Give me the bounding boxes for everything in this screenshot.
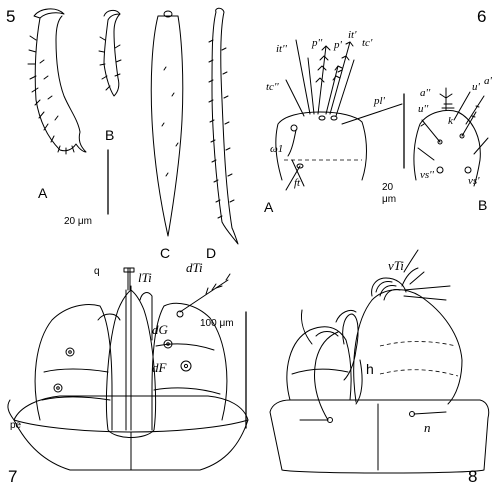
figure-8: 8 vTi h n [269, 249, 490, 486]
figure-6-seta-u1: u' [472, 81, 481, 93]
figure-7-number: 7 [8, 467, 17, 486]
figure-5-panel-a-drawing [27, 8, 87, 155]
figure-6-seta-p2: p'' [311, 37, 323, 49]
figure-7-label-lTi: lTi [138, 270, 152, 285]
figure-6-seta-pl1: pl' [373, 95, 386, 107]
figure-6-panel-a-drawing [275, 39, 403, 191]
figure-6-seta-it2: it'' [276, 43, 287, 55]
figure-6: 6 it'' p [264, 7, 493, 215]
figure-5-panel-c-label: C [160, 245, 170, 261]
figure-8-label-vTi: vTi [388, 258, 404, 273]
figure-7-label-dG: dG [152, 322, 169, 337]
figure-6-seta-p1: p' [333, 39, 343, 51]
figure-5-panel-c-drawing [150, 10, 184, 237]
figure-6-seta-tc1: tc' [362, 37, 373, 49]
figure-7-label-q: q [94, 266, 100, 277]
figure-6-seta-a2: a'' [420, 87, 431, 99]
figure-7-label-dTi: dTi [186, 260, 203, 275]
figure-6-seta-u2: u'' [418, 103, 429, 115]
figure-5: 5 A B C D 20 μ [6, 7, 239, 261]
figure-6-panel-b-label: B [478, 197, 487, 213]
figure-5-panel-d-drawing [208, 7, 239, 245]
figure-8-base [269, 399, 490, 474]
figure-5-panel-d-label: D [206, 245, 216, 261]
figure-8-number: 8 [468, 467, 477, 486]
figure-6-scale-label-1: 20 [382, 182, 394, 193]
figure-8-label-n: n [424, 420, 431, 435]
figure-7-dti-seta [179, 283, 223, 313]
figure-6-seta-ft: ft [294, 177, 301, 189]
figure-7-left-lobe [34, 304, 113, 431]
figure-5-panel-b-drawing [98, 9, 122, 97]
figure-7-right-lobe [151, 302, 228, 431]
figure-7: 7 q [7, 260, 249, 486]
figure-6-seta-vs1: vs' [468, 175, 480, 187]
figure-5-panel-b-label: B [105, 127, 114, 143]
figure-8-right-lobe [353, 289, 463, 405]
figure-6-seta-tc2: tc'' [266, 81, 279, 93]
figure-5-panel-a-label: A [38, 185, 48, 201]
figure-6-panel-b-drawing [413, 87, 489, 187]
figure-7-scale-label: 100 μm [200, 318, 234, 329]
figure-8-left-lobe [286, 326, 352, 401]
figure-7-label-pe: pe [10, 420, 22, 431]
figure-6-panel-a-label: A [264, 199, 274, 215]
figure-6-seta-a1: a' [484, 75, 493, 87]
figure-6-seta-it1: it' [348, 29, 357, 41]
figure-7-central-column [105, 289, 157, 438]
figure-6-seta-k: k [448, 115, 454, 127]
figure-5-number: 5 [6, 7, 15, 26]
figure-6-number: 6 [477, 7, 486, 26]
figure-6-seta-omega: ω1 [270, 143, 283, 155]
figure-8-label-h: h [366, 361, 374, 377]
figure-6-scale-label-2: μm [382, 194, 396, 205]
figure-5-scale-label: 20 μm [64, 216, 92, 227]
figure-6-seta-vs2: vs'' [420, 169, 435, 181]
figure-7-label-dF: dF [152, 360, 168, 375]
